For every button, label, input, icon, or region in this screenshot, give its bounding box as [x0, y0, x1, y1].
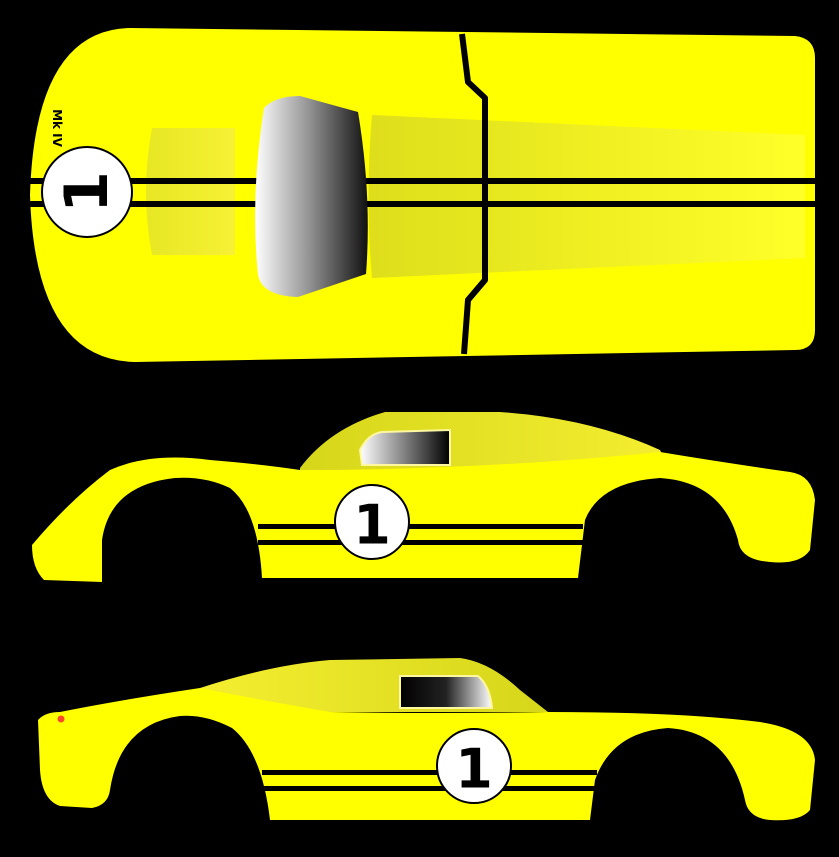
- side-right-stripe-upper: [258, 524, 583, 529]
- top-number-roundel: [41, 146, 133, 238]
- side-left-tail-light: [57, 715, 65, 723]
- top-model-badge: Mk IV: [50, 109, 64, 148]
- car-side-view-right: 1: [32, 412, 815, 582]
- side-right-body-shell: [32, 452, 815, 582]
- side-right-number-roundel: [334, 484, 410, 560]
- top-rear-deck-shade: [368, 115, 805, 278]
- side-left-number-roundel: [436, 728, 512, 804]
- side-left-race-number: 1: [455, 738, 493, 801]
- top-canopy-glass: [255, 96, 368, 297]
- side-left-body-shell: [38, 688, 815, 821]
- top-hood-shade: [146, 128, 235, 255]
- top-race-number: 1: [52, 171, 122, 213]
- top-stripe-lower: [30, 201, 815, 207]
- car-side-view-left: 1: [38, 658, 815, 821]
- side-left-window-glass: [399, 675, 494, 709]
- top-door-seam: [459, 33, 488, 355]
- side-left-stripe-lower: [262, 786, 597, 791]
- side-left-stripe-upper: [262, 770, 597, 775]
- car-top-view: 1 Mk IV: [30, 28, 815, 362]
- side-right-race-number: 1: [353, 494, 391, 557]
- side-right-window-glass: [358, 428, 451, 466]
- side-right-stripe-lower: [258, 540, 583, 545]
- top-stripe-upper: [30, 178, 815, 184]
